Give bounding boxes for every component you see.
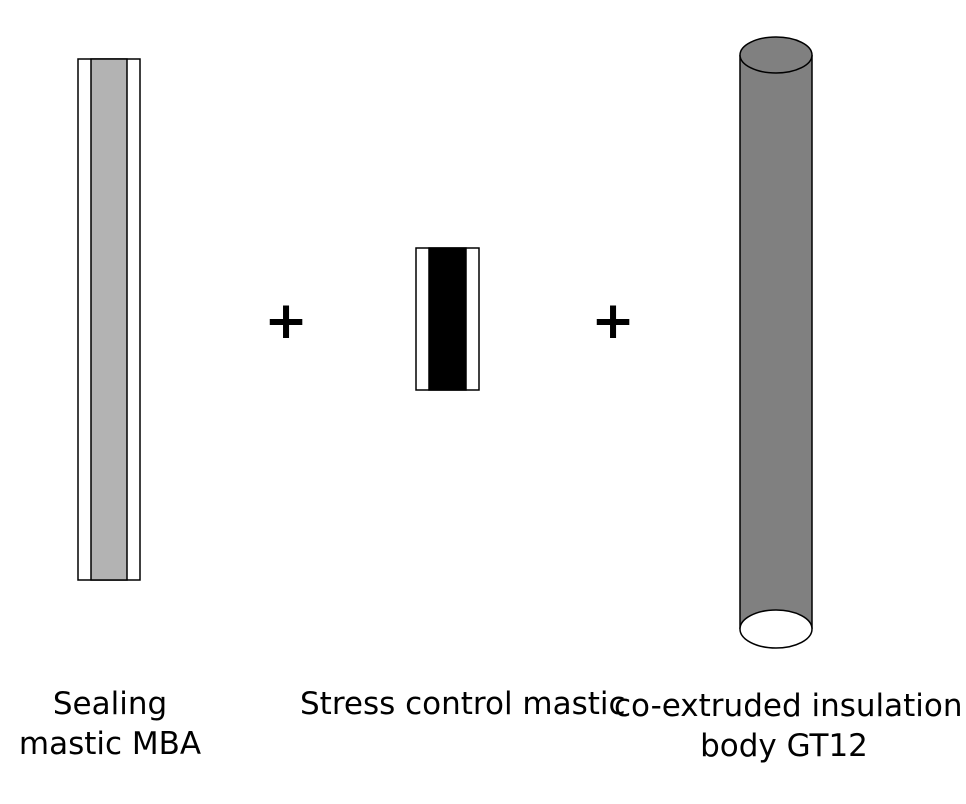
stress-control-mastic-label: Stress control mastic [300,684,626,724]
insulation-body-cylinder [739,36,813,649]
sealing-mastic-strip [77,58,141,581]
label-line: body GT12 [700,728,868,764]
insulation-body-label: co-extruded insulation body GT12 [614,686,963,766]
label-line: mastic MBA [18,726,202,762]
sealing-mastic-label: Sealing mastic MBA [0,684,220,764]
plus-sign: + [591,291,635,351]
label-line: Stress control mastic [300,686,626,722]
label-line: co-extruded insulation [614,688,963,724]
label-line: Sealing [52,686,168,722]
plus-sign: + [264,291,308,351]
stress-control-mastic-strip [415,247,480,391]
